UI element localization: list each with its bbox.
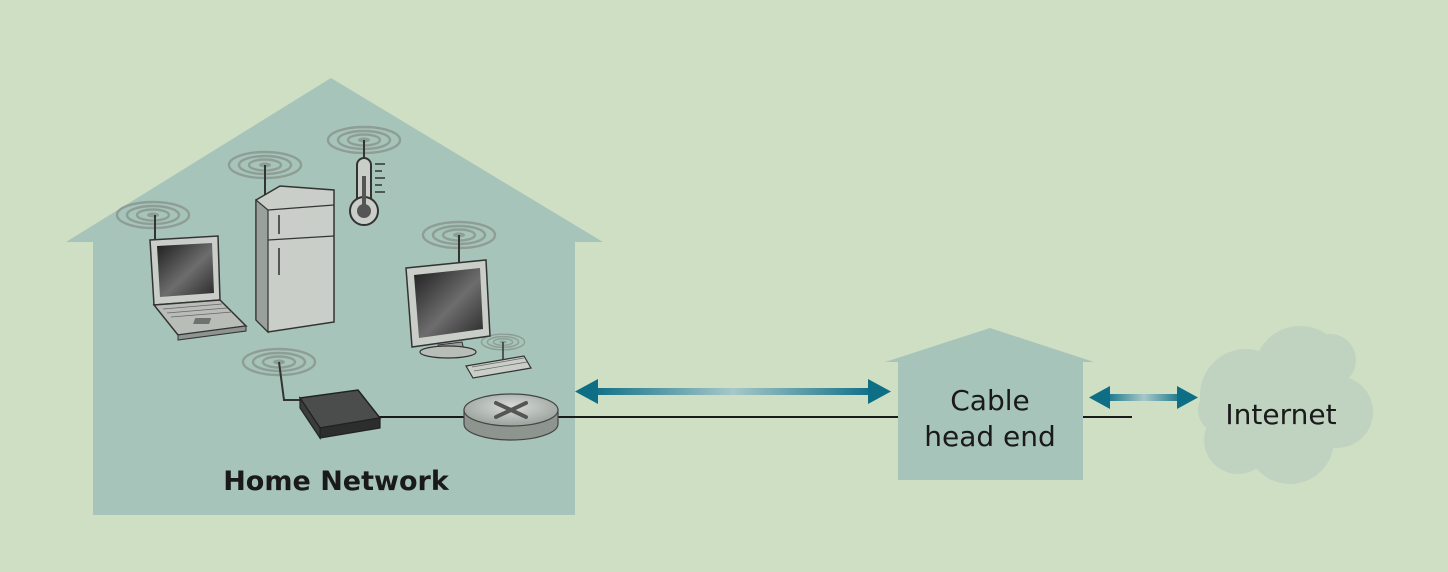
headend-label-line1: Cable [950,384,1030,417]
monitor-icon [405,235,491,359]
headend-building [885,328,1094,480]
cloud-icon [1198,326,1373,484]
headend-label-line2: head end [924,420,1056,453]
router-icon [463,393,559,441]
thermometer-icon [349,140,385,226]
home-headend-arrow [575,379,891,404]
home-network-label: Home Network [223,466,450,497]
headend-internet-arrow [1089,386,1198,409]
refrigerator-icon [255,165,335,334]
internet-label: Internet [1225,398,1336,431]
modem-icon [278,361,382,440]
laptop-icon [149,215,248,341]
keyboard-icon [465,342,532,379]
